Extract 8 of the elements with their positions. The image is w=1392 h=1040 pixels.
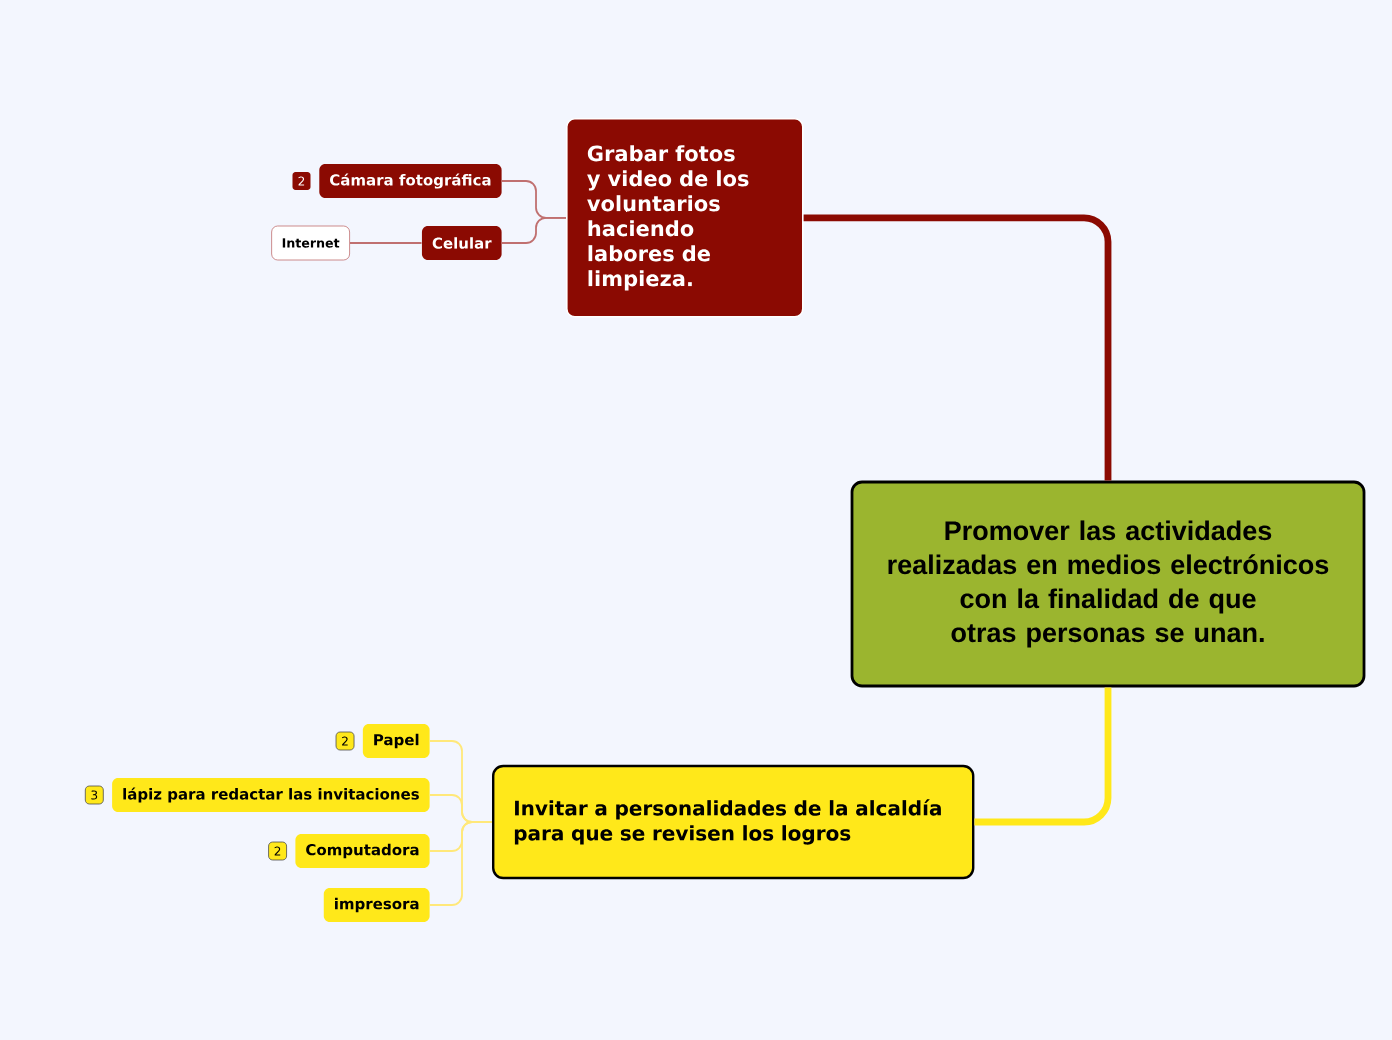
central-topic-box: Promover las actividades realizadas en medios electrónicos con la finalidad de que otras personas se unan. [850,480,1366,688]
topic-box: Invitar a personalidades de la alcaldía para que se revisen los logros [492,764,975,880]
connector-line [429,821,493,906]
connector-line [974,687,1112,826]
connector-line [501,216,567,244]
connector-line [349,242,423,244]
topic-box: Grabar fotos y video de los voluntarios haciendo labores de limpieza. [566,118,804,318]
connector-line [803,214,1112,481]
